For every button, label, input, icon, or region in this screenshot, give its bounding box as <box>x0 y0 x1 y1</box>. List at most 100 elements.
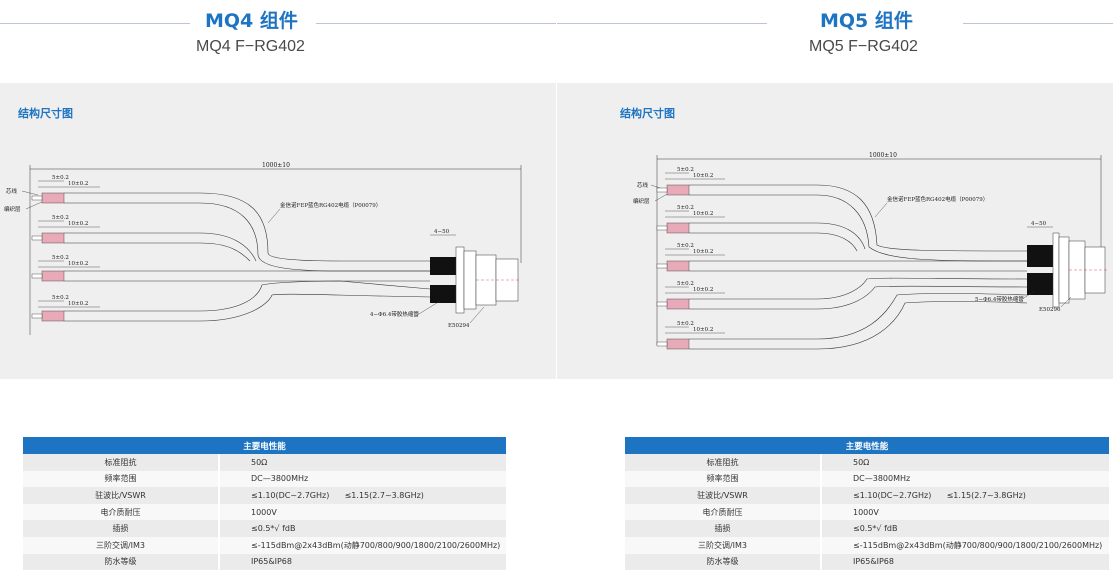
spec-value: ≤1.10(DC~2.7GHz) ≤1.15(2.7~3.8GHz) <box>821 487 1109 504</box>
cable-assembly-drawing: 1000±10 芯线 编织层 金信诺FEP蓝色RG402电缆（P00079） 5… <box>633 152 1107 350</box>
overall-length-label: 1000±10 <box>262 162 290 169</box>
panel-mq4: MQ4 组件 MQ4 F−RG402 结构尺寸图 1000±10 芯线 编织层 … <box>0 0 556 583</box>
strip-dim-b: 10±0.2 <box>68 301 88 307</box>
spec-value: 1000V <box>821 503 1109 521</box>
spec-value: DC—3800MHz <box>821 470 1109 488</box>
spec-value: ≤-115dBm@2x43dBm(动静700/800/900/1800/2100… <box>821 536 1109 554</box>
table-header: 主要电性能 <box>23 437 506 454</box>
spec-key: 频率范围 <box>625 470 822 488</box>
boot-length-label: 4−50 <box>434 229 450 235</box>
cable-ends <box>31 192 65 322</box>
cable-spec-label: 金信诺FEP蓝色RG402电缆（P00079） <box>280 201 381 209</box>
connector <box>1052 232 1107 308</box>
strip-dim-a: 5±0.2 <box>52 215 69 221</box>
strip-dim-b: 10±0.2 <box>68 221 88 227</box>
table-row: 三阶交调/IM3≤-115dBm@2x43dBm(动静700/800/900/1… <box>23 536 506 554</box>
spec-value: ≤0.5*√ fdB <box>821 520 1109 537</box>
spec-key: 防水等级 <box>625 553 822 571</box>
core-label: 芯线 <box>6 187 18 195</box>
table-row: 插损≤0.5*√ fdB <box>23 520 506 537</box>
cable-assembly-drawing: 1000±10 芯线 编织层 金信诺FEP蓝色RG402电缆（P00079） 5… <box>4 162 522 335</box>
panel-mq5: MQ5 组件 MQ5 F−RG402 结构尺寸图 1000±10 芯线 编织层 … <box>557 0 1113 583</box>
heading-rule-right <box>963 23 1113 24</box>
section-heading: MQ4 组件 <box>0 4 556 32</box>
table-row: 驻波比/VSWR≤1.10(DC~2.7GHz) ≤1.15(2.7~3.8GH… <box>23 487 506 504</box>
spec-key: 电介质耐压 <box>625 503 822 521</box>
strip-dim-a: 5±0.2 <box>52 295 69 301</box>
spec-key: 插损 <box>625 520 822 537</box>
spec-key: 三阶交调/IM3 <box>625 536 822 554</box>
product-title: MQ4 组件 <box>205 10 298 32</box>
spec-value: ≤0.5*√ fdB <box>219 520 506 537</box>
heat-shrink-label: 4−Φ6.4带胶热缩管 <box>370 310 419 318</box>
heat-shrink-boot <box>430 257 456 275</box>
strip-dim-a: 5±0.2 <box>677 243 694 249</box>
spec-value: ≤1.10(DC~2.7GHz) ≤1.15(2.7~3.8GHz) <box>219 487 506 504</box>
strip-dim-b: 10±0.2 <box>693 173 713 179</box>
cable-ends <box>656 184 690 350</box>
heading-rule-right <box>316 23 556 24</box>
overall-length-label: 1000±10 <box>869 152 897 159</box>
spec-key: 三阶交调/IM3 <box>23 536 220 554</box>
part-number-label: E50294 <box>448 323 470 329</box>
strip-dim-b: 10±0.2 <box>693 327 713 333</box>
strip-dim-b: 10±0.2 <box>693 211 713 217</box>
spec-value: 50Ω <box>821 454 1109 471</box>
spec-key: 驻波比/VSWR <box>625 487 822 504</box>
braid-label: 编织层 <box>4 205 21 213</box>
product-model: MQ4 F−RG402 <box>196 38 305 55</box>
heat-shrink-boot <box>1027 273 1053 295</box>
strip-dims <box>665 172 725 334</box>
spec-value: ≤-115dBm@2x43dBm(动静700/800/900/1800/2100… <box>219 536 506 554</box>
spec-value: 1000V <box>219 503 506 521</box>
cable-legs <box>64 192 431 322</box>
table-row: 三阶交调/IM3≤-115dBm@2x43dBm(动静700/800/900/1… <box>625 536 1109 554</box>
heading-rule-left <box>0 23 190 24</box>
strip-dim-a: 5±0.2 <box>677 281 694 287</box>
strip-dim-a: 5±0.2 <box>677 167 694 173</box>
spec-key: 驻波比/VSWR <box>23 487 220 504</box>
spec-value: IP65&IP68 <box>821 553 1109 571</box>
core-label: 芯线 <box>637 181 649 189</box>
cable-legs <box>689 184 1028 350</box>
spec-key: 防水等级 <box>23 553 220 571</box>
strip-dims <box>38 180 100 308</box>
product-model: MQ5 F−RG402 <box>809 38 918 55</box>
connector <box>455 246 520 314</box>
diagram-section-label: 结构尺寸图 <box>18 107 73 120</box>
cable-spec-label: 金信诺FEP蓝色RG402电缆（P00079） <box>887 195 988 203</box>
spec-key: 频率范围 <box>23 470 220 488</box>
heat-shrink-boot <box>430 285 456 303</box>
strip-dim-a: 5±0.2 <box>677 205 694 211</box>
braid-label: 编织层 <box>633 197 650 205</box>
structure-diagram: 结构尺寸图 1000±10 芯线 编织层 金信诺FEP蓝色RG402电缆（P00… <box>557 83 1113 379</box>
strip-dim-b: 10±0.2 <box>693 249 713 255</box>
heading-rule-left <box>557 23 767 24</box>
strip-dim-b: 10±0.2 <box>68 181 88 187</box>
spec-key: 标准阻抗 <box>23 454 220 471</box>
boot-length-label: 4−50 <box>1031 221 1047 227</box>
strip-dim-a: 5±0.2 <box>677 321 694 327</box>
spec-key: 电介质耐压 <box>23 503 220 521</box>
strip-dim-b: 10±0.2 <box>693 287 713 293</box>
section-heading: MQ5 组件 <box>557 4 1113 32</box>
spec-value: IP65&IP68 <box>219 553 506 571</box>
strip-dim-a: 5±0.2 <box>52 175 69 181</box>
product-title: MQ5 组件 <box>820 10 913 32</box>
table-row: 驻波比/VSWR≤1.10(DC~2.7GHz) ≤1.15(2.7~3.8GH… <box>625 487 1109 504</box>
strip-dim-b: 10±0.2 <box>68 261 88 267</box>
diagram-section-label: 结构尺寸图 <box>620 107 675 120</box>
heat-shrink-boot <box>1027 245 1053 267</box>
spec-key: 标准阻抗 <box>625 454 822 471</box>
table-row: 插损≤0.5*√ fdB <box>625 520 1109 537</box>
strip-dim-a: 5±0.2 <box>52 255 69 261</box>
